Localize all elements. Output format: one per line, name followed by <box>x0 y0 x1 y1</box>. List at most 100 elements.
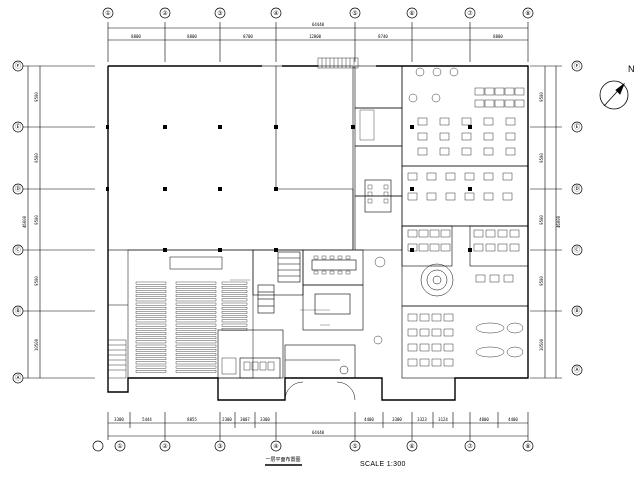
workstation-desk <box>514 99 525 108</box>
seat-row <box>221 286 248 289</box>
workstation-desk <box>407 243 418 252</box>
axis-bubble-bottom-2: ② <box>162 443 168 450</box>
seat-row <box>175 286 217 289</box>
seat-row <box>135 340 167 344</box>
axis-bubble-bottom-7: ⑦ <box>467 443 473 450</box>
seat-row <box>135 286 167 289</box>
workstation-desk <box>445 192 456 201</box>
seat-row <box>135 370 167 373</box>
axis-bubble-left-4: Ⓒ <box>15 246 21 254</box>
seat-row <box>135 336 167 339</box>
workstation-desk <box>474 87 485 96</box>
workstation-desk <box>426 172 437 181</box>
workstation-desk <box>497 243 508 252</box>
workstation-desk <box>417 132 428 141</box>
top-total-dimension: 64440 <box>312 22 325 27</box>
top-dimension-chain <box>107 22 529 62</box>
scale-text: SCALE 1:300 <box>360 461 406 468</box>
seat-row <box>135 307 167 310</box>
axis-bubble-left-2: Ⓔ <box>15 123 21 131</box>
workstation-desk <box>473 229 484 238</box>
meeting-chairs <box>313 109 389 275</box>
seat-row <box>221 298 248 302</box>
axis-bubble-left-3: Ⓓ <box>15 185 21 193</box>
workstation-desk <box>439 117 450 126</box>
lounge-tables <box>373 67 459 345</box>
toilet-fixtures <box>221 357 275 375</box>
seat-row <box>175 332 217 335</box>
workstation-desk <box>483 147 494 156</box>
left-dimension-1: 9500 <box>34 92 39 102</box>
workstation-desk <box>475 274 486 283</box>
exterior-walls <box>107 65 529 401</box>
workstation-desk <box>505 117 516 126</box>
seat-row <box>175 281 217 285</box>
workstation-desk <box>504 87 515 96</box>
workstation-desk <box>431 343 442 352</box>
bottom-dimension-8: 3300 <box>392 417 402 422</box>
bottom-dimension-1: 3300 <box>114 417 124 422</box>
seat-row <box>175 323 217 327</box>
seat-row <box>135 344 167 348</box>
axis-bubble-top-3: ③ <box>217 10 222 17</box>
seat-row <box>175 290 217 293</box>
axis-bubble-top-7: ⑦ <box>467 10 473 17</box>
axis-bubble-top-8: ⑧ <box>525 10 530 17</box>
axis-bubble-left-1: Ⓕ <box>15 62 21 70</box>
axis-bubble-right-4: Ⓒ <box>574 246 580 254</box>
workstation-desk <box>440 243 451 252</box>
workstation-desk <box>407 358 418 367</box>
bottom-dimension-5: 3007 <box>240 417 250 422</box>
workstation-desk <box>407 343 418 352</box>
seat-row <box>221 319 248 323</box>
bottom-total-dimension: 64440 <box>312 430 325 435</box>
workstation-desk <box>485 229 496 238</box>
workstation-desk <box>417 147 428 156</box>
top-dimension-6: 8800 <box>493 34 503 39</box>
workstation-desk <box>431 328 442 337</box>
workstation-desk <box>502 192 513 201</box>
right-axis-bubbles <box>571 60 583 376</box>
workstation-desk <box>509 243 520 252</box>
seat-row <box>175 319 217 323</box>
auditorium-seating <box>135 281 248 373</box>
workstation-desk <box>504 99 515 108</box>
workstation-desk <box>489 274 500 283</box>
round-lounge <box>420 263 454 297</box>
bottom-dimension-9: 3323 <box>417 417 427 422</box>
axis-bubble-bottom-1: ① <box>117 443 122 450</box>
seat-row <box>175 294 217 297</box>
seat-row <box>135 328 167 331</box>
workstation-desk <box>494 87 505 96</box>
right-dimension-4: 9500 <box>539 276 544 286</box>
workstation-desk <box>514 87 525 96</box>
north-arrow <box>599 80 629 110</box>
bottom-dimension-2: 5444 <box>142 417 152 422</box>
workstation-desk <box>440 229 451 238</box>
workstation-desk <box>407 172 418 181</box>
left-dimension-4: 9500 <box>34 276 39 286</box>
workstation-desk <box>443 358 454 367</box>
workstation-desk <box>419 343 430 352</box>
workstation-desk <box>418 243 429 252</box>
bottom-dimension-11: 4000 <box>479 417 489 422</box>
north-label: N <box>628 64 635 74</box>
seat-row <box>221 294 248 297</box>
workstation-desk <box>431 313 442 322</box>
seat-row <box>135 281 167 285</box>
axis-bubble-top-2: ② <box>162 10 168 17</box>
left-dimension-5: 10500 <box>34 338 39 351</box>
seat-row <box>175 336 217 339</box>
axis-bubble-left-5: Ⓑ <box>15 307 21 315</box>
lower-right-tables <box>475 322 524 358</box>
axis-bubble-top-1: ① <box>105 10 110 17</box>
workstation-desk <box>419 358 430 367</box>
bottom-dimension-10: 3124 <box>438 417 448 422</box>
axis-bubble-right-3: Ⓓ <box>574 185 580 193</box>
seat-row <box>175 298 217 302</box>
seat-row <box>221 328 248 331</box>
left-exit-stair <box>107 339 127 379</box>
axis-bubble-bottom-8: ⑧ <box>525 443 530 450</box>
workstation-desks <box>407 87 525 367</box>
hatch-marks <box>230 279 330 326</box>
